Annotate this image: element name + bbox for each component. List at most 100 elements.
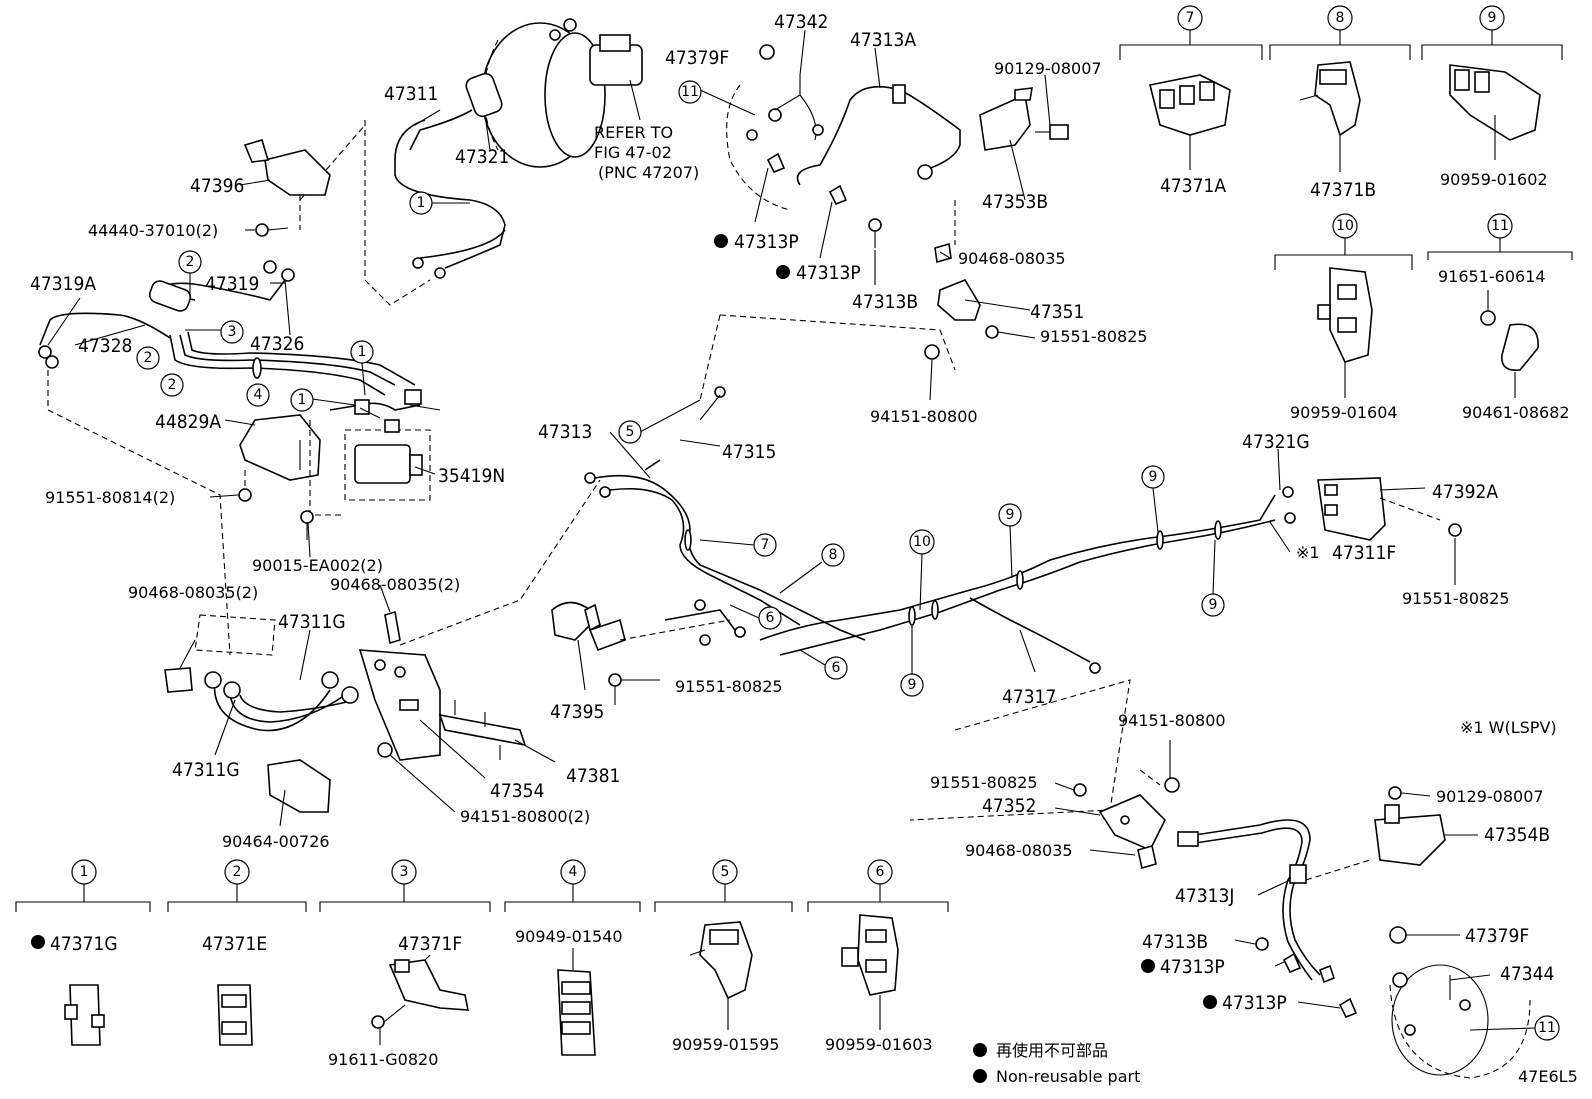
callout-8: 8 xyxy=(829,547,838,563)
label-47311G-b: 47311G xyxy=(172,759,240,781)
label-47313B-top: 47313B xyxy=(852,291,918,313)
legend-2-part: 47371E xyxy=(202,933,267,955)
label-47313B-low: 47313B xyxy=(1142,931,1208,953)
legend-7-part: 47371A xyxy=(1160,175,1226,197)
callout-6b: 6 xyxy=(832,660,841,676)
label-35419N: 35419N xyxy=(438,465,505,487)
label-47319: 47319 xyxy=(205,273,259,295)
legend-group-2: 2 47371E xyxy=(167,859,307,1046)
label-90468-08035-top: 90468-08035 xyxy=(958,249,1066,268)
callout-9b: 9 xyxy=(1006,507,1015,523)
refer-line-2: FIG 47-02 xyxy=(594,143,672,162)
label-44440-37010: 44440-37010(2) xyxy=(88,221,218,240)
label-47319A: 47319A xyxy=(30,273,96,295)
hoses-47311G xyxy=(204,671,359,732)
refer-line-3: (PNC 47207) xyxy=(598,163,699,182)
legend-1-part: 47371G xyxy=(50,933,118,955)
callout-1: 1 xyxy=(417,195,426,211)
label-47321G: 47321G xyxy=(1242,431,1310,453)
bracket-47351 xyxy=(937,279,981,321)
callout-2: 2 xyxy=(186,254,195,270)
legend-group-10: 10 90959-01604 xyxy=(1274,213,1413,422)
master-cylinder-47342 xyxy=(726,75,848,211)
legend-group-5: 5 90959-01595 xyxy=(654,859,793,1054)
label-90468-08035-2b: 90468-08035(2) xyxy=(330,575,460,594)
pipe-47317 xyxy=(759,494,1276,641)
legend-group-6: 6 90959-01603 xyxy=(807,859,949,1054)
callout-10: 10 xyxy=(913,534,931,550)
label-w-lspv: ※1 W(LSPV) xyxy=(1460,718,1557,737)
callout-2c: 2 xyxy=(168,377,177,393)
legend-3-sub: 91611-G0820 xyxy=(328,1050,438,1069)
label-47311: 47311 xyxy=(384,83,438,105)
legend-group-1: 1 47371G xyxy=(15,859,151,1046)
callout-4: 4 xyxy=(254,387,263,403)
legend-6-part: 90959-01603 xyxy=(825,1035,933,1054)
legend-9-part: 90959-01602 xyxy=(1440,170,1548,189)
legend-4-part: 90949-01540 xyxy=(515,927,623,946)
wheel-cylinder-47344 xyxy=(1389,964,1531,1079)
pipe-47311 xyxy=(394,119,506,269)
label-47342: 47342 xyxy=(774,11,828,33)
sensor-35419N xyxy=(344,429,431,501)
label-47379F: 47379F xyxy=(665,47,729,69)
callout-9: 9 xyxy=(908,677,917,693)
legend-group-11: 11 91651-60614 90461-08682 xyxy=(1427,213,1573,422)
label-47354B: 47354B xyxy=(1484,824,1550,846)
legend-group-8: 8 47371B xyxy=(1269,5,1411,201)
connector-47381 xyxy=(438,700,527,760)
label-47313P-c-text: 47313P xyxy=(1160,956,1225,978)
label-47313P-d: 47313P xyxy=(1203,992,1287,1014)
legend-4-num: 4 xyxy=(569,864,578,880)
hose-47313J xyxy=(1177,819,1321,981)
legend-10-part: 90959-01604 xyxy=(1290,403,1398,422)
label-47313J: 47313J xyxy=(1175,885,1234,907)
label-90015-EA002: 90015-EA002(2) xyxy=(252,556,383,575)
label-91551-80825-right: 91551-80825 xyxy=(1402,589,1510,608)
bracket-47395 xyxy=(551,601,626,652)
callout-6: 6 xyxy=(766,610,775,626)
label-47313P-b: 47313P xyxy=(776,262,861,284)
legend-3-num: 3 xyxy=(400,864,409,880)
legend-group-9: 9 90959-01602 xyxy=(1421,5,1563,189)
label-91551-80825-low: 91551-80825 xyxy=(930,773,1038,792)
label-47313P-d-text: 47313P xyxy=(1222,992,1287,1014)
callout-9d: 9 xyxy=(1209,597,1218,613)
legend-11-sub: 90461-08682 xyxy=(1462,403,1570,422)
legend-group-3: 3 47371F 91611-G0820 xyxy=(319,859,491,1069)
legend-8-num: 8 xyxy=(1336,10,1345,26)
clamp-90464 xyxy=(267,759,331,813)
legend-6-num: 6 xyxy=(876,864,885,880)
label-91551-80825-mid: 91551-80825 xyxy=(675,677,783,696)
label-90468-08035-2a: 90468-08035(2) xyxy=(128,583,258,602)
refer-line-1: REFER TO xyxy=(594,123,673,142)
label-47351: 47351 xyxy=(1030,301,1084,323)
legend-5-part: 90959-01595 xyxy=(672,1035,780,1054)
label-94151-80800-2: 94151-80800(2) xyxy=(460,807,590,826)
callout-1b: 1 xyxy=(358,344,367,360)
label-47326: 47326 xyxy=(250,333,304,355)
label-47313P-b-text: 47313P xyxy=(796,262,861,284)
label-90129-08007-top: 90129-08007 xyxy=(994,59,1102,78)
label-47396: 47396 xyxy=(190,175,244,197)
legend-7-num: 7 xyxy=(1186,10,1195,26)
label-47311F: 47311F xyxy=(1332,542,1396,564)
plate-47354 xyxy=(358,649,441,761)
legend-11-part: 91651-60614 xyxy=(1438,267,1546,286)
label-47313P-a: 47313P xyxy=(714,231,799,253)
callout-11b: 11 xyxy=(1538,1020,1556,1036)
note-non-reusable: 再使用不可部品 Non-reusable part xyxy=(973,1041,1140,1086)
label-47313P-c: 47313P xyxy=(1141,956,1225,978)
label-90468-08035-low: 90468-08035 xyxy=(965,841,1073,860)
label-47317: 47317 xyxy=(1002,686,1056,708)
label-91551-80814: 91551-80814(2) xyxy=(45,488,175,507)
legend-2-num: 2 xyxy=(233,864,242,880)
note-jp: 再使用不可部品 xyxy=(996,1041,1108,1060)
note-en: Non-reusable part xyxy=(996,1067,1140,1086)
figure-code: 47E6L5 xyxy=(1518,1067,1578,1086)
legend-5-num: 5 xyxy=(721,864,730,880)
legend-3-part: 47371F xyxy=(398,933,462,955)
bracket-47353B xyxy=(979,87,1069,151)
label-47353B: 47353B xyxy=(982,191,1048,213)
